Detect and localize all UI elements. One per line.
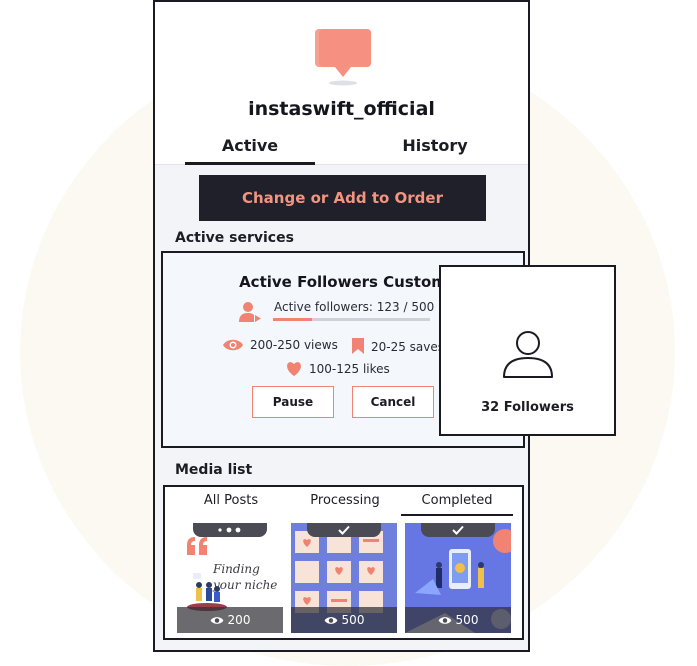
profile-username: instaswift_official (248, 98, 435, 120)
media-count-3: 500 (455, 613, 479, 627)
media-tab-processing[interactable]: Processing (310, 493, 380, 508)
tab-active[interactable]: Active (221, 136, 279, 155)
cancel-button[interactable]: Cancel (352, 386, 434, 418)
media-count-1: 200 (227, 613, 251, 627)
check-icon (452, 525, 464, 535)
followers-progress-bar (273, 318, 430, 321)
media-count-2: 500 (341, 613, 365, 627)
processing-dots-badge (193, 523, 267, 537)
media-views-count-2: 500 (291, 607, 397, 633)
media-caption-1: Finding your niche (213, 562, 278, 592)
media-tab-all-posts[interactable]: All Posts (203, 493, 259, 508)
media-tab-underline (401, 514, 513, 516)
change-order-button[interactable]: Change or Add to Order (199, 175, 486, 221)
media-thumb-3[interactable]: 500 (405, 523, 511, 633)
saves-text: 20-25 saves (371, 339, 445, 354)
profile-header: instaswift_official Active History (155, 2, 528, 165)
media-views-count-1: 200 (177, 607, 283, 633)
eye-icon (324, 616, 337, 624)
media-thumb-1[interactable]: Finding your niche 200 (177, 523, 283, 633)
followers-popup-card: 32 Followers (439, 265, 616, 436)
eye-icon (223, 339, 243, 351)
media-list: All Posts Processing Completed (163, 485, 524, 640)
followers-count-text: 32 Followers (481, 400, 574, 415)
eye-icon (438, 616, 451, 624)
saves-stat: 20-25 saves (351, 338, 444, 355)
media-tab-completed[interactable]: Completed (421, 493, 493, 508)
views-text: 200-250 views (250, 338, 338, 352)
active-tab-underline (185, 162, 315, 165)
media-thumb-2[interactable]: 500 (291, 523, 397, 633)
active-services-title: Active services (175, 230, 294, 246)
service-name: Active Followers Custom (239, 273, 447, 291)
followers-progress-fill (273, 318, 312, 321)
media-views-count-3: 500 (405, 607, 511, 633)
user-outline-icon (503, 331, 553, 378)
bookmark-icon (352, 338, 364, 354)
check-icon (338, 525, 350, 535)
completed-check-badge (307, 523, 381, 537)
views-stat: 200-250 views (222, 338, 338, 352)
media-list-title: Media list (175, 462, 253, 478)
person-play-icon (239, 302, 261, 322)
pause-button[interactable]: Pause (252, 386, 334, 418)
likes-stat: 100-125 likes (285, 361, 390, 377)
tab-history[interactable]: History (402, 136, 468, 155)
dots-icon (218, 527, 241, 533)
eye-icon (210, 616, 223, 624)
completed-check-badge (421, 523, 495, 537)
likes-text: 100-125 likes (309, 362, 390, 376)
heart-icon (287, 362, 301, 376)
followers-progress-text: Active followers: 123 / 500 (274, 300, 435, 314)
chat-heart-logo-icon (315, 29, 371, 86)
